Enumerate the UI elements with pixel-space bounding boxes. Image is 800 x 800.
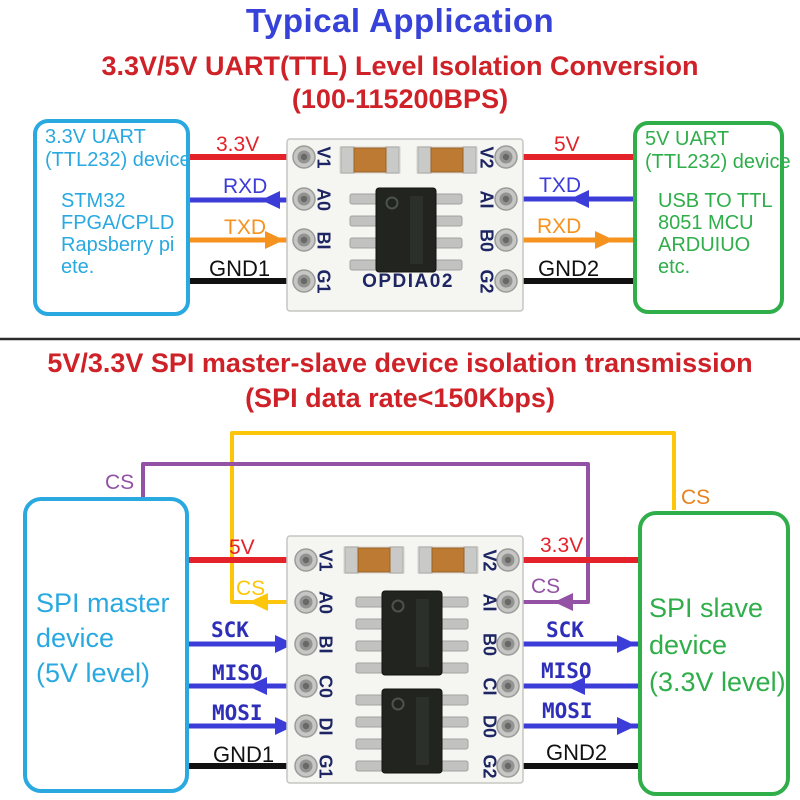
spi-right-sck-label: SCK	[546, 618, 584, 642]
spi-left-cs-label: CS	[236, 577, 266, 600]
uart-pin-v1: V1	[313, 146, 334, 169]
spi-pin-b0: B0	[479, 632, 500, 656]
spi-section-title-line1: 5V/3.3V SPI master-slave device isolatio…	[47, 348, 753, 378]
spi-right-cs-label: CS	[531, 575, 561, 598]
spi-pin-g1: G1	[315, 754, 336, 779]
spi-pin-a0: A0	[315, 590, 336, 614]
spi-pin-ci: CI	[479, 677, 500, 696]
uart-isolator-module-photo	[286, 138, 524, 312]
spi-left-5v-label: 5V	[229, 536, 255, 559]
spi-slave-device-text: SPI slave device (3.3V level)	[649, 593, 786, 697]
spi-slave-device-box	[638, 511, 790, 796]
spi-pin-ai: AI	[479, 593, 500, 612]
spi-right-miso-label: MISO	[541, 659, 592, 683]
uart-section-title-line2: (100-115200BPS)	[291, 84, 509, 114]
uart-left-gnd1-label: GND1	[209, 256, 271, 281]
spi-master-cs-label: CS	[105, 471, 135, 494]
spi-right-gnd2-label: GND2	[546, 740, 608, 765]
spi-pin-v2: V2	[479, 549, 500, 572]
uart-pin-v2: V2	[476, 146, 497, 169]
spi-wires	[141, 431, 676, 769]
uart-pin-g2: G2	[476, 269, 497, 294]
spi-isolator-module-photo	[286, 535, 524, 784]
uart-5v-device-examples: USB TO TTL 8051 MCU ARDUIUO etc.	[658, 190, 773, 278]
spi-left-mosi-label: MOSI	[212, 701, 263, 725]
uart-wires	[189, 154, 634, 284]
uart-3v3-device-box	[33, 119, 190, 316]
spi-pin-di: DI	[315, 717, 336, 736]
uart-pin-bi: BI	[313, 231, 334, 250]
spi-left-miso-label: MISO	[212, 661, 263, 685]
spi-left-gnd1-label: GND1	[213, 742, 275, 767]
uart-left-txd-label: TXD	[224, 216, 266, 239]
uart-module-name: OPDIA02	[362, 271, 454, 292]
spi-master-device-box	[23, 497, 189, 793]
uart-3v3-device-examples: STM32 FPGA/CPLD Rapsberry pi ete.	[61, 190, 175, 278]
uart-3v3-device-name: 3.3V UART (TTL232) device	[45, 126, 191, 171]
uart-pin-g1: G1	[313, 269, 334, 294]
uart-pin-ai: AI	[476, 190, 497, 209]
spi-pin-g2: G2	[479, 754, 500, 779]
spi-pin-d0: D0	[479, 714, 500, 738]
uart-left-3v3-label: 3.3V	[216, 133, 260, 156]
spi-master-device-text: SPI master device (5V level)	[36, 588, 170, 688]
spi-pin-c0: C0	[315, 674, 336, 698]
spi-left-sck-label: SCK	[211, 618, 249, 642]
uart-right-gnd2-label: GND2	[538, 256, 600, 281]
uart-right-rxd-label: RXD	[537, 215, 582, 238]
spi-right-mosi-label: MOSI	[542, 699, 593, 723]
spi-pin-v1: V1	[315, 549, 336, 572]
uart-pin-b0: B0	[476, 228, 497, 252]
uart-right-5v-label: 5V	[554, 133, 580, 156]
uart-5v-device-name: 5V UART (TTL232) device	[645, 128, 791, 173]
spi-right-3v3-label: 3.3V	[540, 534, 584, 557]
uart-left-rxd-label: RXD	[223, 175, 268, 198]
spi-slave-cs-label: CS	[681, 486, 711, 509]
uart-pin-a0: A0	[313, 187, 334, 211]
spi-section-title-line2: (SPI data rate<150Kbps)	[245, 383, 555, 413]
page-title: Typical Application	[245, 2, 555, 39]
uart-right-txd-label: TXD	[539, 174, 581, 197]
spi-pin-bi: BI	[315, 635, 336, 654]
uart-section-title-line1: 3.3V/5V UART(TTL) Level Isolation Conver…	[101, 51, 699, 81]
uart-5v-device-box	[633, 121, 784, 314]
